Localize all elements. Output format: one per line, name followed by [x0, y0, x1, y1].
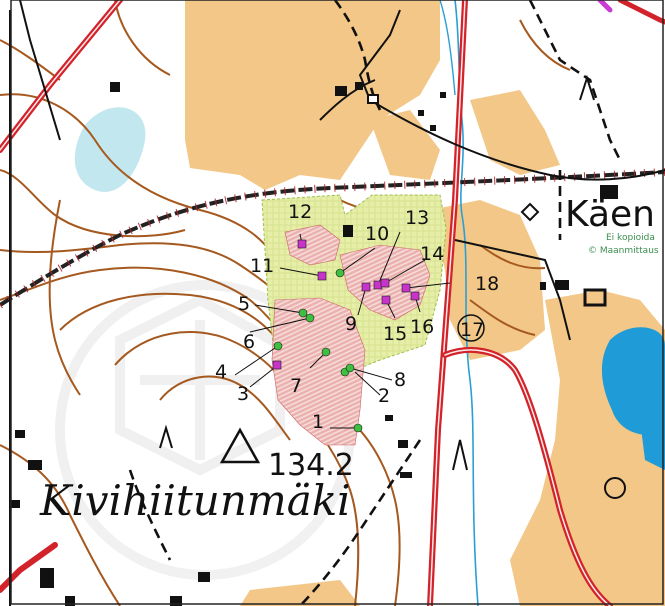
sample-point-16[interactable] — [410, 291, 420, 301]
leader-lines — [234, 231, 451, 429]
point-label-7: 7 — [290, 375, 302, 397]
sample-point-14[interactable] — [380, 278, 390, 288]
point-label-18: 18 — [475, 273, 499, 295]
point-label-1: 1 — [312, 411, 324, 433]
point-label-16: 16 — [410, 316, 434, 338]
point-label-12: 12 — [288, 201, 312, 223]
sample-point-6[interactable] — [305, 313, 315, 323]
sample-point-12[interactable] — [297, 239, 307, 249]
point-label-5: 5 — [238, 293, 250, 315]
map-labels: 12 13 10 14 11 18 5 9 15 16 17 6 4 8 3 7… — [39, 194, 659, 525]
sample-point-18[interactable] — [401, 283, 411, 293]
point-label-4: 4 — [215, 361, 227, 383]
point-17-circle — [457, 314, 485, 342]
sample-point-3[interactable] — [272, 360, 282, 370]
sample-point-9[interactable] — [361, 282, 371, 292]
sample-point-8[interactable] — [345, 363, 355, 373]
point-label-17: 17 — [460, 319, 484, 341]
point-label-6: 6 — [243, 331, 255, 353]
sample-points — [272, 239, 420, 433]
map-footer-note-2: © Maanmittaus — [588, 246, 659, 256]
point-label-8: 8 — [394, 369, 406, 391]
paths — [128, 0, 622, 606]
point-label-15: 15 — [383, 323, 407, 345]
sample-point-1[interactable] — [353, 423, 363, 433]
elevation-label: 134.2 — [268, 448, 354, 483]
point-label-14: 14 — [420, 243, 444, 265]
point-label-9: 9 — [345, 313, 357, 335]
sample-point-11[interactable] — [317, 271, 327, 281]
water — [74, 0, 665, 606]
point-label-2: 2 — [378, 385, 390, 407]
map-footer-note-1: Ei kopioida — [606, 233, 655, 243]
place-name-label: Kivihiitunmäki — [39, 476, 351, 525]
sample-point-15[interactable] — [381, 295, 391, 305]
triangulation-point-icon — [219, 427, 261, 464]
village-name-label: Käen — [565, 194, 655, 235]
point-label-13: 13 — [405, 207, 429, 229]
railway — [0, 168, 665, 309]
slope-marks — [159, 74, 595, 471]
point-label-11: 11 — [250, 255, 274, 277]
map-border — [10, 0, 664, 605]
sample-point-5[interactable] — [298, 308, 308, 318]
hill-marker-icon — [604, 477, 626, 499]
buildings — [10, 82, 618, 606]
point-label-10: 10 — [365, 223, 389, 245]
sample-point-10[interactable] — [335, 268, 345, 278]
point-label-3: 3 — [237, 383, 249, 405]
sample-point-4[interactable] — [273, 341, 283, 351]
sample-point-7[interactable] — [321, 347, 331, 357]
